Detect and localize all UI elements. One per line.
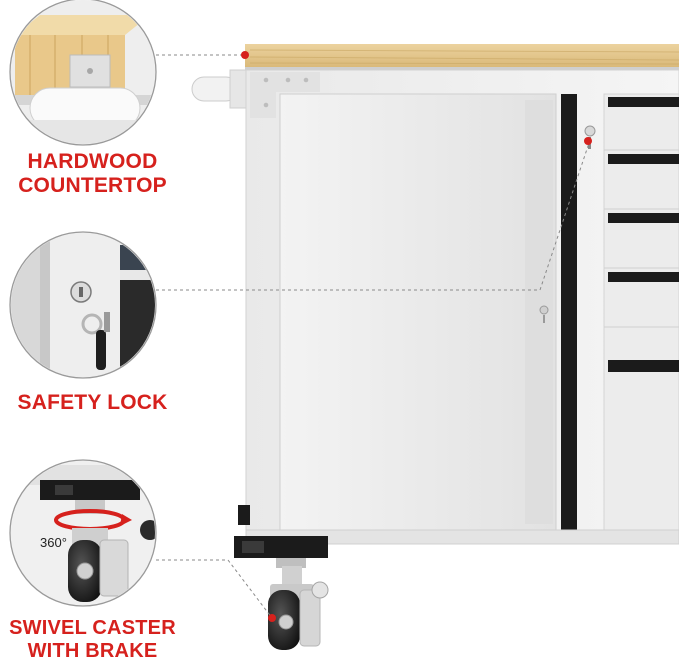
swivel-caster-label: SWIVEL CASTER WITH BRAKE: [0, 617, 185, 663]
lock-detail-view: [9, 231, 157, 379]
drawer-handle: [608, 97, 679, 107]
side-handle: [191, 69, 249, 109]
swivel-caster-label-line-2: WITH BRAKE: [27, 640, 158, 662]
door-hinge-strip: [561, 94, 577, 536]
safety-lock-label-line-1: SAFETY LOCK: [17, 391, 168, 414]
key-icon: [81, 312, 110, 370]
countertop-detail-view: [9, 0, 157, 146]
drawer-handle: [608, 213, 679, 223]
pointer-dot: [584, 137, 592, 145]
drawer-handle: [608, 272, 679, 282]
swivel-caster-label-line-1: SWIVEL CASTER: [9, 617, 176, 639]
countertop-label-line-2: COUNTERTOP: [18, 174, 167, 197]
pointer-dot: [268, 614, 276, 622]
hardwood-countertop: [245, 44, 679, 68]
caster-detail-view: 360°: [9, 459, 157, 607]
countertop-label: HARDWOOD COUNTERTOP: [0, 150, 185, 198]
drawer-handle: [608, 154, 679, 164]
cabinet-door: [279, 93, 557, 531]
leader-lines: [156, 54, 591, 619]
tool-cabinet: [191, 44, 679, 650]
drawer-handle: [608, 360, 679, 372]
lock-icon: [539, 305, 549, 323]
countertop-label-line-1: HARDWOOD: [27, 150, 158, 173]
safety-lock-label: SAFETY LOCK: [0, 391, 185, 415]
rotation-label: 360°: [40, 535, 67, 550]
drawer-stack: [603, 93, 679, 535]
pointer-dot: [241, 51, 249, 59]
caster-wheel-icon: [234, 536, 329, 650]
